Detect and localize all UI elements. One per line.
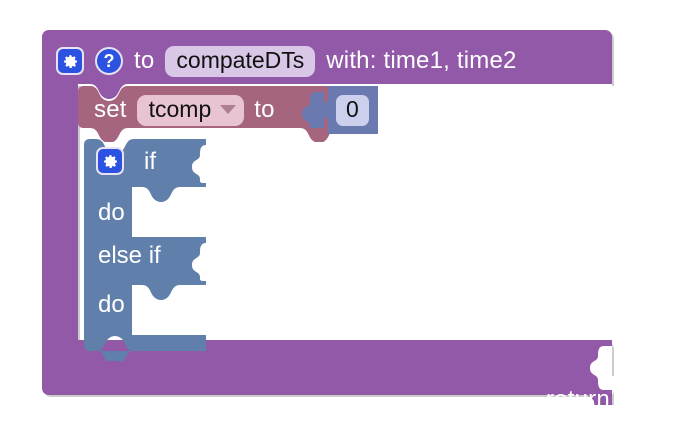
help-icon[interactable]: ?: [95, 47, 123, 75]
gear-glyph: [103, 154, 117, 168]
variable-name: tcomp: [148, 95, 212, 122]
variable-dropdown[interactable]: tcomp: [136, 94, 245, 126]
procedure-to-label: to: [134, 47, 155, 74]
set-to-label: to: [254, 96, 275, 123]
do-row-label-2: do: [98, 291, 125, 318]
procedure-definition-block[interactable]: ? to compateDTs with: time1, time2 retur…: [42, 30, 612, 412]
if-row-label: if: [144, 148, 156, 175]
else-if-row-label: else if: [98, 242, 161, 269]
if-block-shape: [84, 139, 206, 361]
if-else-block[interactable]: if do else if do: [84, 139, 208, 361]
number-field[interactable]: 0: [336, 95, 369, 126]
chevron-down-icon: [220, 104, 237, 114]
number-value-block[interactable]: 0: [322, 86, 378, 134]
gear-icon[interactable]: [56, 47, 84, 75]
return-label: return: [546, 386, 610, 413]
help-glyph: ?: [103, 51, 115, 71]
procedure-params-label: with: time1, time2: [326, 47, 517, 74]
gear-icon[interactable]: [96, 147, 124, 175]
set-block-row: set tcomp to: [94, 86, 275, 134]
do-row-label: do: [98, 199, 125, 226]
set-variable-block[interactable]: set tcomp to: [78, 86, 338, 142]
set-label: set: [94, 96, 127, 123]
procedure-name-field[interactable]: compateDTs: [165, 45, 316, 77]
gear-glyph: [63, 54, 77, 68]
procedure-header: ? to compateDTs with: time1, time2: [56, 38, 517, 84]
